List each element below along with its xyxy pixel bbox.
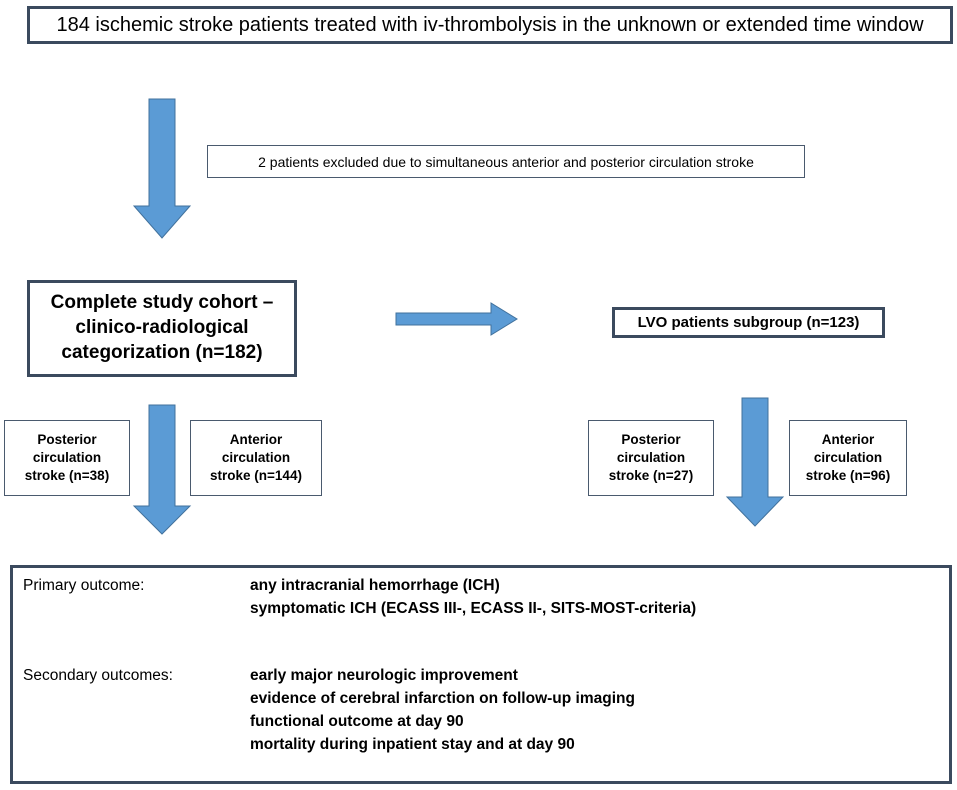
posterior-cohort-line-2: circulation — [32, 449, 102, 465]
secondary-outcome-item: mortality during inpatient stay and at d… — [250, 736, 575, 753]
anterior-cohort-line-3: stroke (n=144) — [210, 468, 302, 484]
cohort-box: Complete study cohort – clinico-radiolog… — [27, 280, 297, 377]
down-arrow-3 — [725, 397, 785, 527]
down-arrow-2 — [132, 404, 192, 535]
primary-outcome-item: any intracranial hemorrhage (ICH) — [250, 577, 500, 594]
anterior-cohort-line-2: circulation — [221, 449, 291, 465]
primary-outcome-label: Primary outcome: — [23, 577, 145, 594]
primary-outcome-item: symptomatic ICH (ECASS III-, ECASS II-, … — [250, 600, 697, 617]
posterior-lvo-line-2: circulation — [616, 449, 686, 465]
posterior-cohort-line-1: Posterior — [37, 431, 97, 447]
anterior-lvo-line-1: Anterior — [821, 431, 875, 447]
lvo-text: LVO patients subgroup (n=123) — [637, 314, 860, 331]
exclusion-box: 2 patients excluded due to simultaneous … — [207, 145, 805, 178]
lvo-box: LVO patients subgroup (n=123) — [612, 307, 885, 338]
anterior-circulation-box-cohort: Anterior circulation stroke (n=144) — [190, 420, 322, 496]
posterior-lvo-line-3: stroke (n=27) — [608, 468, 694, 484]
secondary-outcome-item: evidence of cerebral infarction on follo… — [250, 690, 635, 707]
posterior-circulation-box-lvo: Posterior circulation stroke (n=27) — [588, 420, 714, 496]
anterior-circulation-box-lvo: Anterior circulation stroke (n=96) — [789, 420, 907, 496]
posterior-cohort-line-3: stroke (n=38) — [24, 468, 110, 484]
anterior-lvo-line-3: stroke (n=96) — [805, 468, 891, 484]
posterior-circulation-box-cohort: Posterior circulation stroke (n=38) — [4, 420, 130, 496]
outcomes-box: Primary outcome: any intracranial hemorr… — [10, 565, 952, 784]
anterior-lvo-line-2: circulation — [813, 449, 883, 465]
secondary-outcome-item: early major neurologic improvement — [250, 667, 518, 684]
title-text: 184 ischemic stroke patients treated wit… — [56, 13, 924, 36]
secondary-outcome-label: Secondary outcomes: — [23, 667, 173, 684]
title-box: 184 ischemic stroke patients treated wit… — [27, 6, 953, 44]
anterior-cohort-line-1: Anterior — [229, 431, 283, 447]
cohort-line-1: Complete study cohort – — [50, 292, 274, 314]
down-arrow-1 — [132, 98, 192, 239]
right-arrow — [395, 302, 518, 336]
secondary-outcome-item: functional outcome at day 90 — [250, 713, 464, 730]
cohort-line-3: categorization (n=182) — [61, 341, 263, 363]
posterior-lvo-line-1: Posterior — [621, 431, 681, 447]
exclusion-text: 2 patients excluded due to simultaneous … — [258, 153, 754, 170]
cohort-line-2: clinico-radiological — [75, 317, 249, 339]
